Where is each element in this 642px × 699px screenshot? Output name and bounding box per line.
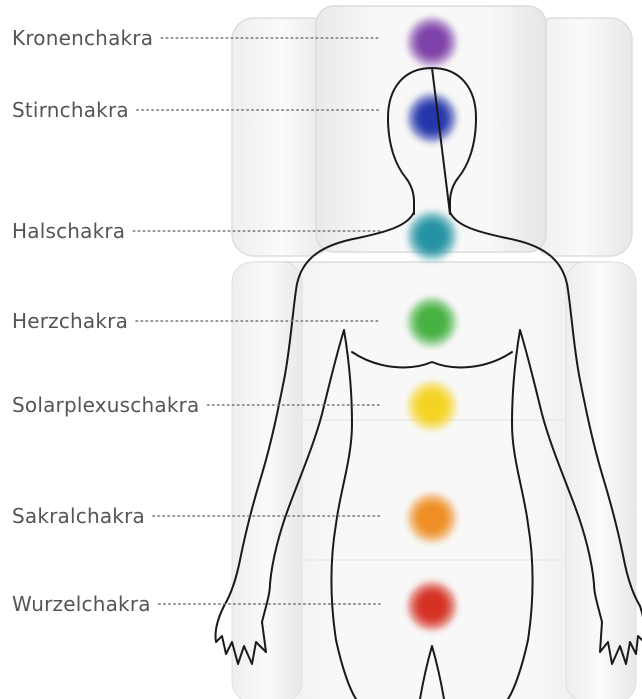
label-sakralchakra: Sakralchakra [12, 504, 145, 528]
label-halschakra: Halschakra [12, 219, 125, 243]
chakra-orb-sakralchakra [415, 501, 449, 535]
chakra-orb-wurzelchakra [415, 589, 449, 623]
headrest-right-pillow [532, 18, 632, 256]
chakra-orb-halschakra [415, 219, 449, 253]
chakra-orb-kronenchakra [415, 25, 449, 59]
chakra-orb-herzchakra [415, 305, 449, 339]
label-herzchakra: Herzchakra [12, 309, 128, 333]
label-stirnchakra: Stirnchakra [12, 98, 129, 122]
label-solarplexuschakra: Solarplexuschakra [12, 393, 200, 417]
label-wurzelchakra: Wurzelchakra [12, 592, 151, 616]
chakra-orb-stirnchakra [415, 101, 449, 135]
chakra-orb-solarplexuschakra [415, 389, 449, 423]
label-kronenchakra: Kronenchakra [12, 26, 153, 50]
